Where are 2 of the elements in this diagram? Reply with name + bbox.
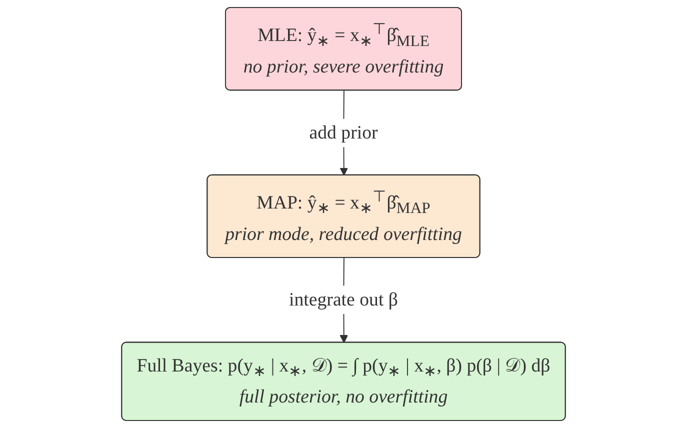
edge-label: integrate out β (289, 290, 398, 310)
edge-label: add prior (309, 122, 378, 144)
